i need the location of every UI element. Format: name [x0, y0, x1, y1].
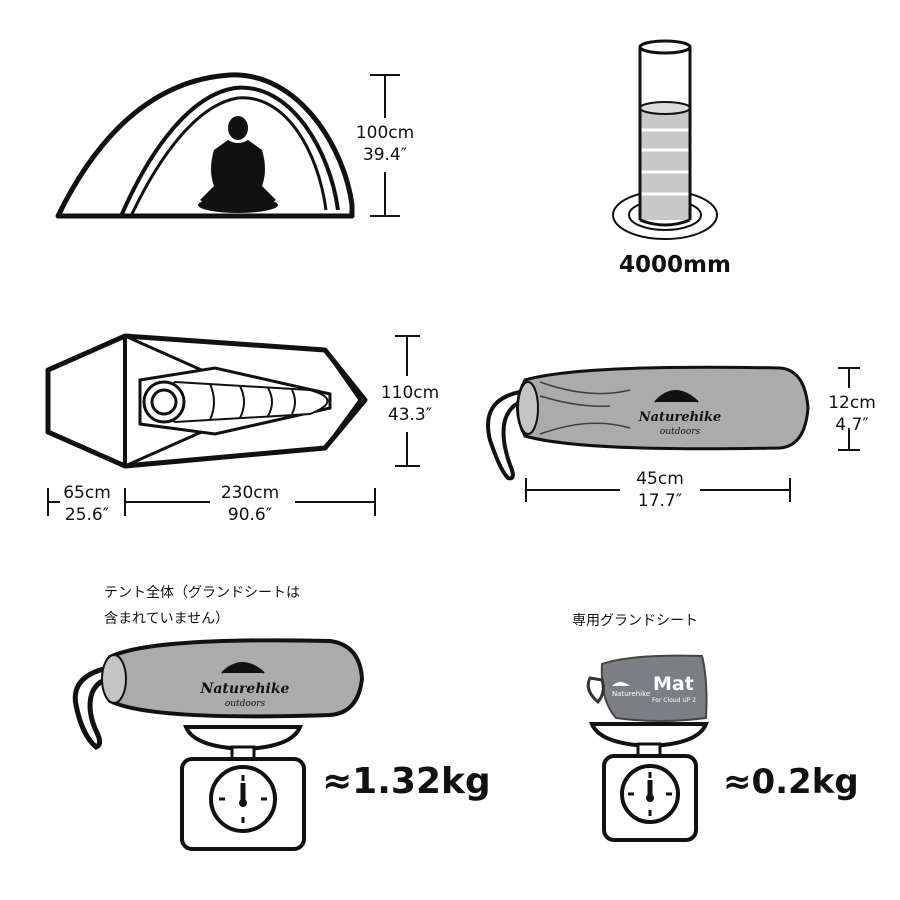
tent-on-scale-drawing	[72, 638, 365, 851]
bag-length-label: 45cm 17.7″	[620, 468, 700, 512]
bag-length-cm: 45cm	[636, 469, 684, 489]
tent-height-label: 100cm 39.4″	[345, 122, 425, 166]
vestibule-cm: 65cm	[63, 483, 111, 503]
tent-width-in: 43.3″	[387, 405, 433, 425]
bag-diameter-in: 4.7″	[835, 415, 869, 435]
mat-weight-panel: 専用グランドシート Naturehike Mat For Cloud UP 2 …	[520, 600, 900, 865]
mat-pouch-label: Mat	[653, 673, 694, 695]
tent-top-panel: 110cm 43.3″ 65cm 25.6″ 230cm 90.6″	[0, 320, 470, 540]
pack-bag-panel: Naturehike outdoors 12cm 4.7″ 45cm 17.7″	[460, 330, 900, 530]
tent-weight-caption-line1: テント全体（グランドシートは	[104, 585, 300, 601]
vestibule-in: 25.6″	[64, 505, 110, 525]
waterproof-rating: 4000mm	[619, 252, 731, 278]
brand-logo-icon	[221, 662, 265, 674]
tent-weight-bag-brand-sub: outdoors	[224, 699, 266, 709]
tent-weight-bag-brand: Naturehike	[200, 681, 290, 697]
tent-top-drawing	[45, 333, 420, 516]
bag-length-in: 17.7″	[637, 491, 683, 511]
bag-diameter-cm: 12cm	[828, 393, 876, 413]
tent-length-cm: 230cm	[220, 483, 280, 503]
pack-bag-brand: Naturehike	[638, 410, 722, 425]
mat-pouch-brand: Naturehike	[612, 690, 651, 698]
mat-on-scale-drawing	[586, 654, 709, 842]
tent-weight-caption: テント全体（グランドシートは 含まれていません）	[104, 580, 424, 632]
mat-pouch-label-sub: For Cloud UP 2	[652, 697, 697, 704]
tent-weight-caption-line2: 含まれていません）	[104, 611, 230, 627]
scale-dial-icon	[209, 765, 277, 833]
vestibule-label: 65cm 25.6″	[52, 482, 122, 526]
tent-weight-panel: テント全体（グランドシートは 含まれていません） Naturehike outd…	[0, 575, 491, 865]
mat-weight-value: ≈0.2kg	[723, 762, 859, 802]
tent-weight-value: ≈1.32kg	[322, 761, 491, 802]
tent-width-cm: 110cm	[380, 383, 440, 403]
tent-height-in: 39.4″	[362, 145, 408, 165]
waterproof-panel: 4000mm	[450, 0, 900, 300]
person-silhouette	[198, 116, 278, 213]
pack-bag-brand-sub: outdoors	[659, 427, 701, 437]
tent-side-drawing	[55, 72, 400, 219]
tent-height-cm: 100cm	[355, 123, 415, 143]
bag-diameter-label: 12cm 4.7″	[812, 392, 892, 436]
mat-weight-caption: 専用グランドシート	[572, 613, 698, 629]
scale-dial-icon	[620, 764, 680, 824]
mat-logo-icon	[612, 682, 630, 686]
sleeping-bag-head	[142, 380, 186, 424]
brand-logo-icon	[654, 390, 699, 403]
tent-length-in: 90.6″	[227, 505, 273, 525]
pack-bag-drawing	[486, 365, 860, 502]
tent-side-panel: 100cm 39.4″	[0, 0, 450, 260]
water-column-icon	[612, 39, 718, 240]
tent-width-label: 110cm 43.3″	[370, 382, 450, 426]
tent-length-label: 230cm 90.6″	[205, 482, 295, 526]
